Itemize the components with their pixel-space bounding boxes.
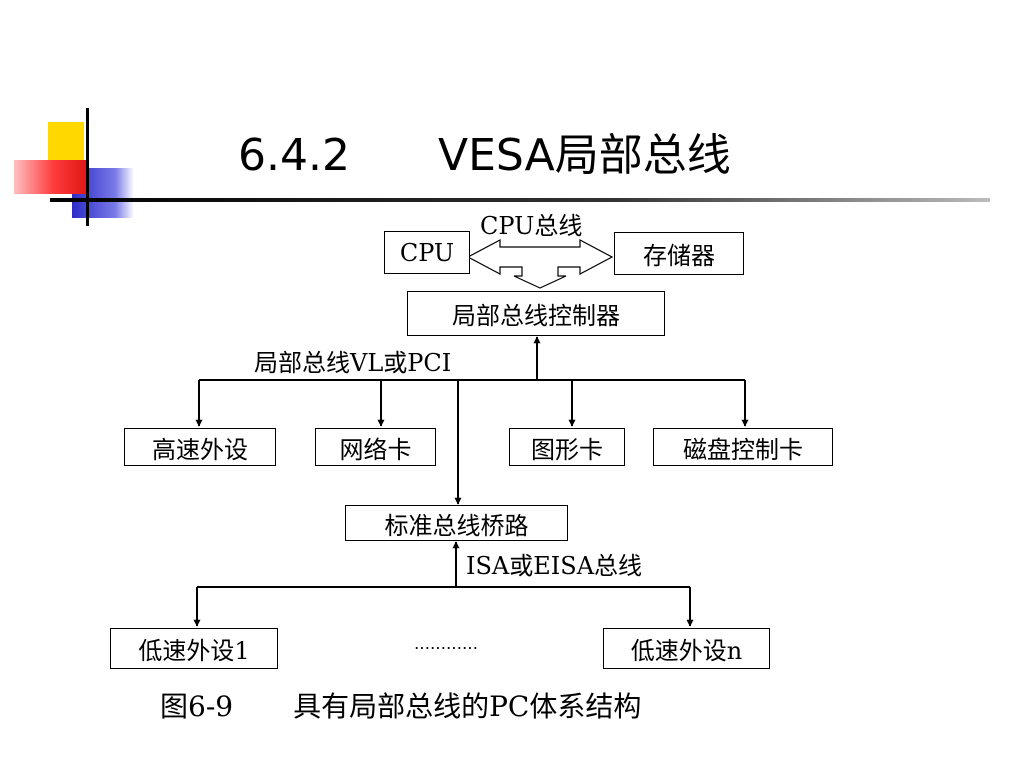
high-speed-peripheral-box: 高速外设 [124, 428, 276, 466]
isa-bus-label: ISA或EISA总线 [466, 552, 643, 580]
figure-caption: 图6-9 具有局部总线的PC体系结构 [160, 690, 641, 724]
deco-red-square [14, 160, 86, 194]
title-underline [50, 198, 990, 202]
low-speed-peripheral-n-box: 低速外设n [603, 628, 770, 669]
deco-vertical-line [86, 108, 89, 226]
ellipsis-label: ………… [414, 634, 478, 653]
figure-number: 图6-9 [160, 690, 234, 723]
local-bus-label: 局部总线VL或PCI [254, 349, 452, 377]
network-card-box: 网络卡 [315, 428, 436, 466]
page-title: 6.4.2 VESA局部总线 [238, 128, 731, 184]
graphics-card-box: 图形卡 [509, 428, 625, 466]
standard-bus-bridge-box: 标准总线桥路 [345, 505, 568, 541]
deco-yellow-square [48, 122, 84, 164]
figure-text: 具有局部总线的PC体系结构 [293, 690, 642, 723]
memory-box: 存储器 [614, 232, 744, 275]
cpu-bus-label: CPU总线 [480, 212, 583, 240]
title-text: VESA局部总线 [437, 130, 731, 181]
cpu-box: CPU [384, 231, 470, 274]
title-number: 6.4.2 [238, 130, 350, 181]
local-bus-controller-box: 局部总线控制器 [407, 291, 665, 336]
low-speed-peripheral-1-box: 低速外设1 [110, 628, 278, 669]
disk-controller-card-box: 磁盘控制卡 [653, 428, 833, 466]
cpu-bus-arrow [466, 239, 614, 289]
